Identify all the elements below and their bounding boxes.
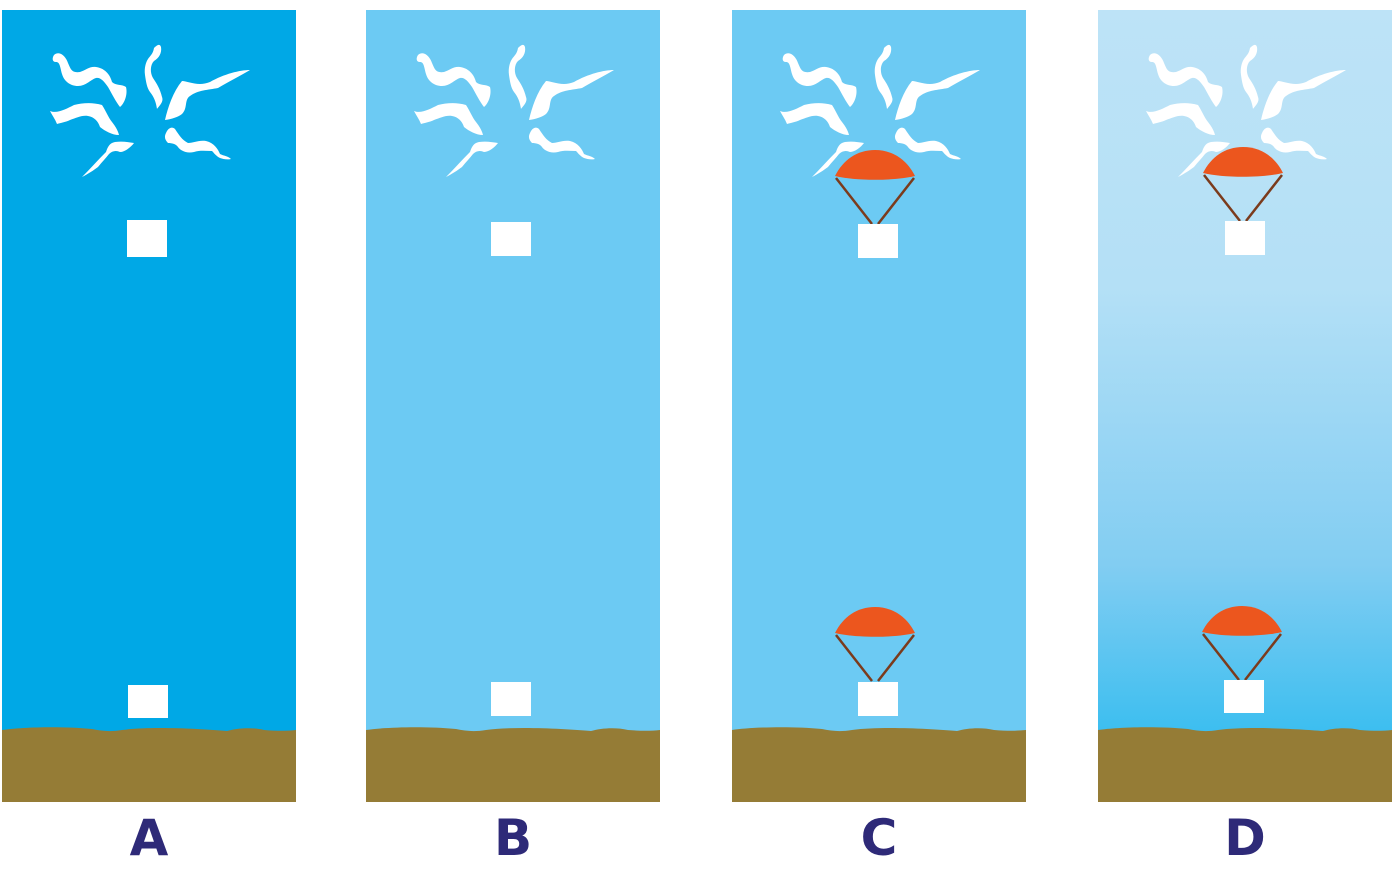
ground [1098,727,1392,802]
sky [1098,10,1392,802]
panel-d-scene [1098,10,1392,802]
panel-a [2,10,296,802]
falling-box-bottom [1224,680,1264,713]
label-a: A [129,809,169,867]
falling-box-top [491,222,531,256]
parachute-bottom [1202,606,1282,681]
sky [2,10,296,802]
falling-box-top [127,220,167,257]
label-b: B [493,809,533,867]
sky [366,10,660,802]
parachute-bottom [835,607,915,682]
falling-box-top [1225,221,1265,255]
panel-c [732,10,1026,802]
ground [732,727,1026,802]
falling-box-top [858,224,898,258]
panel-a-scene [2,10,296,802]
falling-box-bottom [128,685,168,718]
ground [2,727,296,802]
panel-c-scene [732,10,1026,802]
ground [366,727,660,802]
falling-box-bottom [858,682,898,716]
panel-b [366,10,660,802]
falling-box-bottom [491,682,531,716]
sky [732,10,1026,802]
parachute-top [835,150,915,225]
parachute-top [1203,147,1283,222]
panel-d [1098,10,1392,802]
label-c: C [860,809,898,867]
label-d: D [1224,809,1266,867]
panel-b-scene [366,10,660,802]
